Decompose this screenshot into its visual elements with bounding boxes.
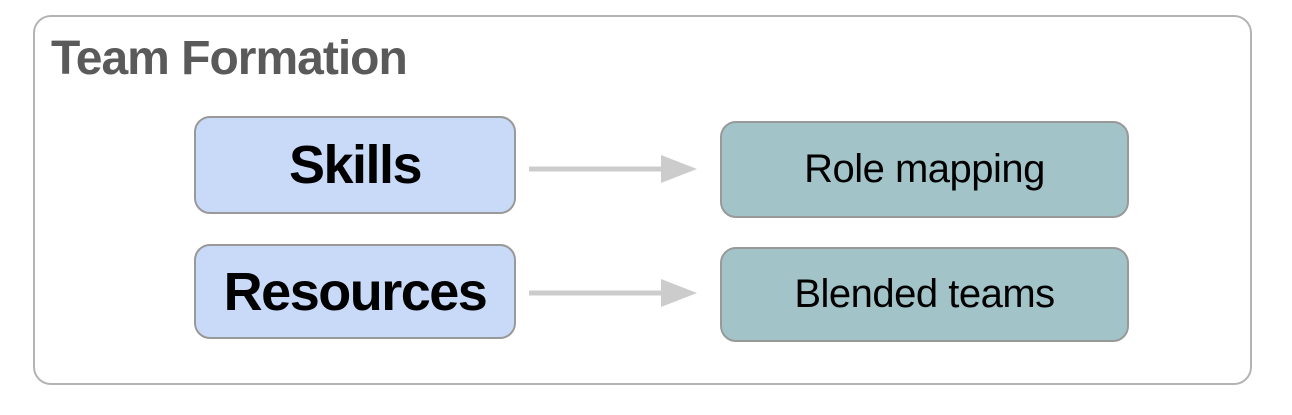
node-resources: Resources bbox=[194, 244, 516, 339]
node-resources-label: Resources bbox=[223, 261, 488, 322]
node-role-mapping-label: Role mapping bbox=[804, 147, 1045, 191]
node-role-mapping: Role mapping bbox=[720, 121, 1129, 218]
node-skills: Skills bbox=[194, 116, 516, 214]
right-arrow-icon bbox=[529, 155, 697, 183]
right-arrow-icon bbox=[529, 279, 697, 307]
node-blended-teams: Blended teams bbox=[720, 247, 1129, 342]
node-blended-teams-label: Blended teams bbox=[794, 272, 1055, 316]
frame-title: Team Formation bbox=[51, 32, 408, 85]
team-formation-frame: Team Formation Skills Role mapping Resou… bbox=[33, 15, 1252, 385]
node-skills-label: Skills bbox=[288, 135, 423, 195]
